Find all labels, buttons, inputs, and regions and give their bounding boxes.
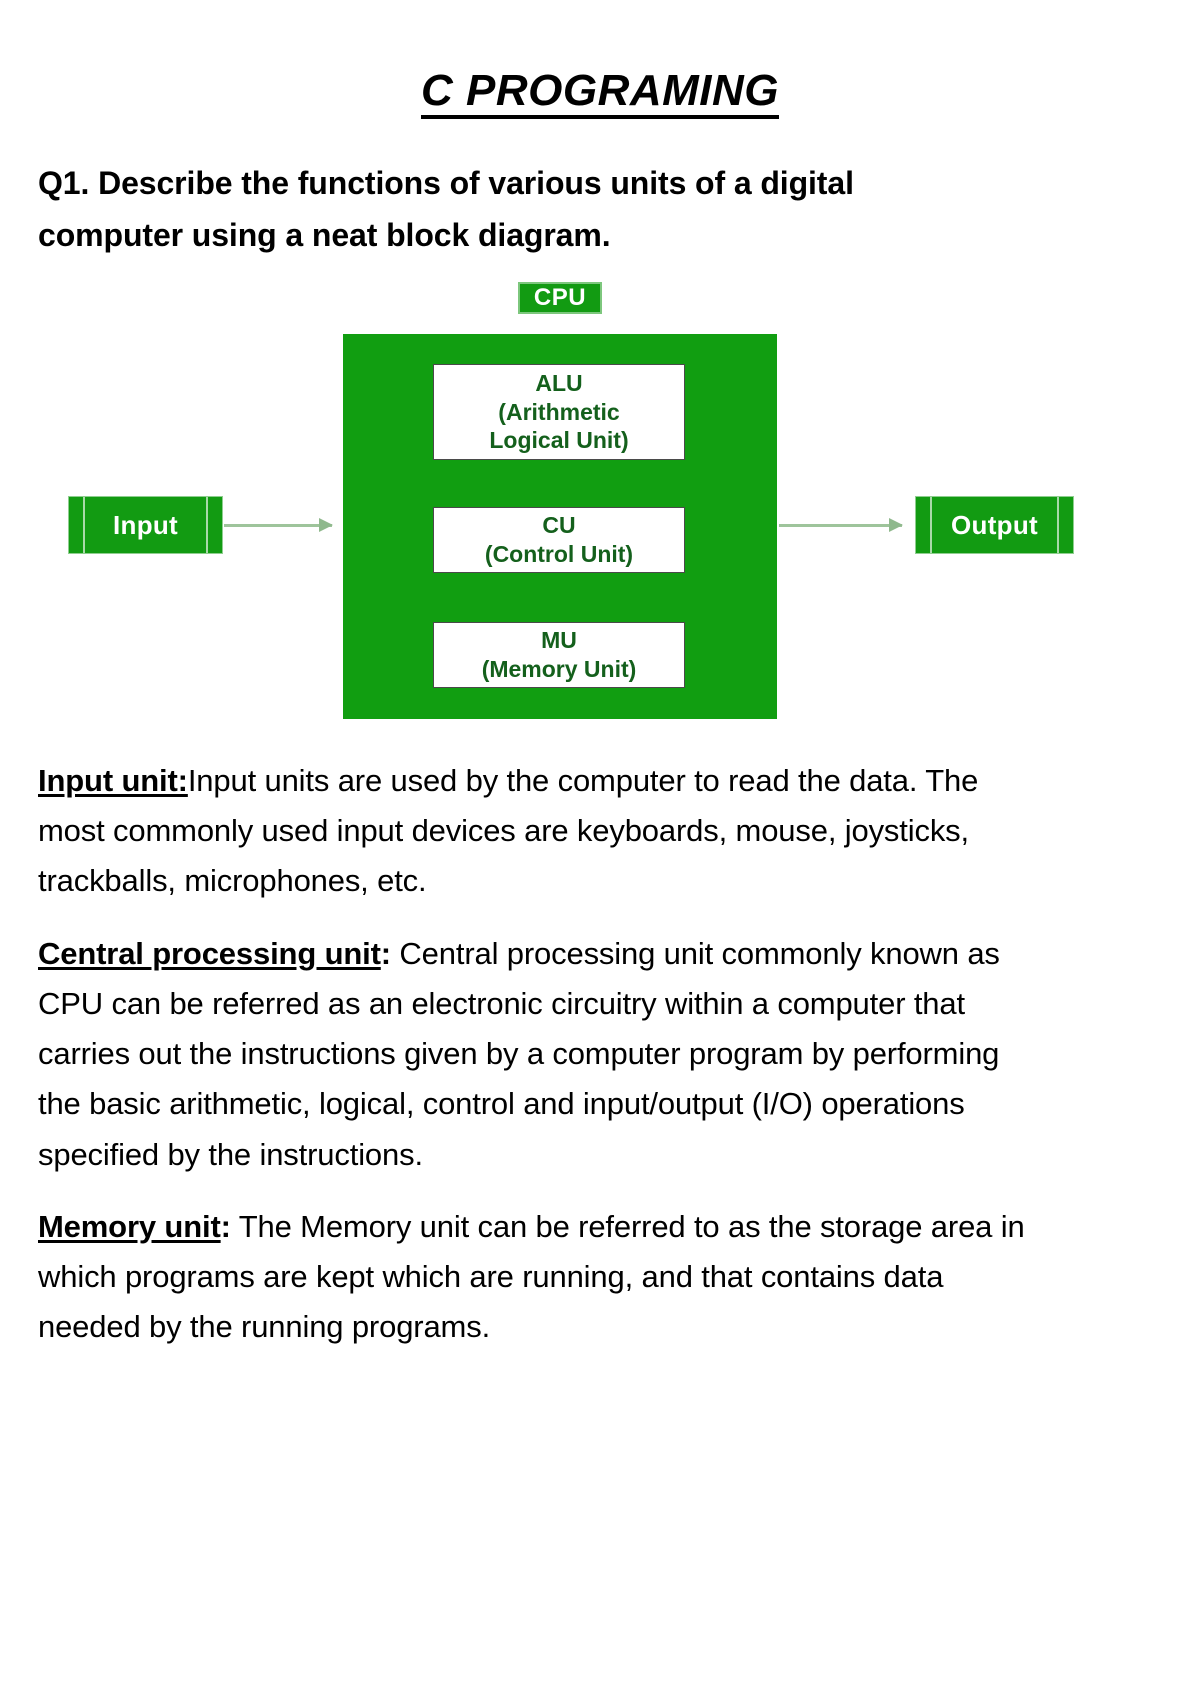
cu-line-2: (Control Unit): [484, 541, 634, 567]
arrow-cpu-to-output-icon: [779, 518, 903, 532]
cpu-container-block: ALU (Arithmetic Logical Unit) CU (Contro…: [343, 334, 777, 719]
paragraph-cpu-lead: Central processing unit: [38, 935, 381, 971]
page-title-text: C PROGRAMING: [421, 67, 779, 120]
paragraph-input-unit-lead: Input unit:: [38, 763, 188, 798]
paragraph-input-unit: Input unit:Input units are used by the c…: [38, 756, 1038, 907]
cu-line-1: CU: [542, 512, 576, 539]
paragraph-cpu-lead-colon: :: [380, 935, 391, 971]
mu-line-2: (Memory Unit): [481, 656, 637, 682]
input-unit-label: Input: [112, 509, 179, 540]
block-diagram: CPU ALU (Arithmetic Logical Unit) CU (Co…: [0, 272, 1200, 742]
alu-line-1: ALU: [535, 370, 583, 397]
output-unit-label: Output: [951, 509, 1038, 540]
cpu-tag-label: CPU: [518, 282, 602, 314]
mu-line-1: MU: [541, 627, 577, 654]
body-text-region: Input unit:Input units are used by the c…: [38, 756, 1038, 1374]
alu-line-3: Logical Unit): [489, 427, 629, 454]
input-unit-box: Input: [68, 496, 223, 554]
paragraph-memory-unit-body: The Memory unit can be referred to as th…: [38, 1208, 1025, 1345]
question-text: Q1. Describe the functions of various un…: [38, 165, 854, 253]
alu-unit-box: ALU (Arithmetic Logical Unit): [433, 364, 685, 460]
paragraph-cpu-body: Central processing unit commonly known a…: [38, 935, 1000, 1172]
cu-unit-box: CU (Control Unit): [433, 507, 685, 573]
paragraph-memory-unit: Memory unit: The Memory unit can be refe…: [38, 1202, 1038, 1353]
paragraph-input-unit-body: Input units are used by the computer to …: [38, 763, 979, 899]
paragraph-cpu: Central processing unit: Central process…: [38, 929, 1038, 1180]
page-title: C PROGRAMING: [0, 67, 1200, 120]
output-unit-box: Output: [915, 496, 1074, 554]
paragraph-memory-unit-lead: Memory unit: [38, 1208, 221, 1244]
alu-line-2: (Arithmetic: [498, 398, 620, 425]
mu-unit-box: MU (Memory Unit): [433, 622, 685, 688]
arrow-input-to-cpu-icon: [224, 518, 333, 532]
paragraph-memory-unit-lead-colon: :: [220, 1208, 231, 1244]
